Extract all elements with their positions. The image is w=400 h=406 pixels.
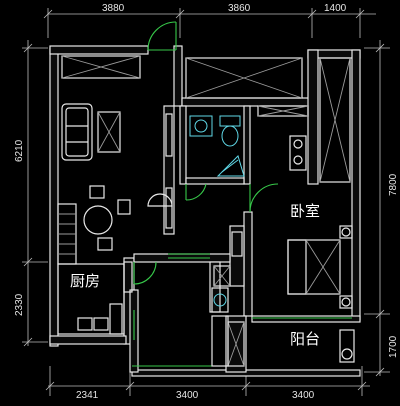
dim-left-2: 2330 xyxy=(14,293,25,316)
dim-top-1: 3880 xyxy=(102,3,125,14)
room-label-kitchen: 厨房 xyxy=(70,272,100,290)
dim-left-1: 6210 xyxy=(14,139,25,162)
dimension-labels: 3880 3860 1400 2341 3400 3400 6210 2330 … xyxy=(14,3,399,401)
windows xyxy=(61,55,351,367)
room-labels: 卧室 厨房 阳台 xyxy=(70,202,320,348)
dim-right-2: 1700 xyxy=(388,335,399,358)
dim-bottom-3: 3400 xyxy=(292,390,315,401)
furniture xyxy=(57,103,355,367)
dim-right-1: 7800 xyxy=(388,173,399,196)
dim-top-3: 1400 xyxy=(324,3,347,14)
dim-top-2: 3860 xyxy=(228,3,251,14)
room-label-balcony: 阳台 xyxy=(290,330,320,348)
dim-bottom-2: 3400 xyxy=(176,390,199,401)
doors xyxy=(132,21,352,367)
dim-bottom-1: 2341 xyxy=(76,390,99,401)
room-label-bedroom: 卧室 xyxy=(290,202,320,220)
